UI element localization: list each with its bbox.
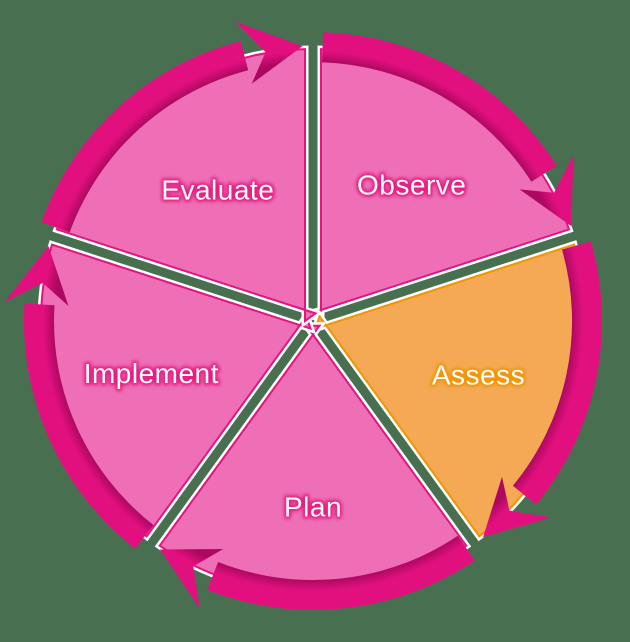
arrow-head-plan xyxy=(160,549,224,609)
labels-layer: ObserveObserveAssessAssessPlanPlanImplem… xyxy=(81,167,526,524)
arrow-ring-layer xyxy=(4,21,602,611)
arrow-head-assess xyxy=(483,476,552,538)
arrow-head-implement xyxy=(4,246,69,306)
arrow-arc-evaluate xyxy=(41,41,249,233)
segment-label-glow-assess: Assess xyxy=(432,359,525,390)
arrow-head-evaluate xyxy=(235,21,303,84)
arrow-arc-plan xyxy=(207,535,475,611)
arrow-arc-implement xyxy=(23,303,154,549)
arrow-head-observe xyxy=(519,155,574,226)
segment-label-glow-plan: Plan xyxy=(284,492,342,523)
segment-label-plan: Plan xyxy=(284,492,342,523)
segment-label-glow-implement: Implement xyxy=(84,358,219,389)
segment-label-evaluate: Evaluate xyxy=(161,174,274,205)
segment-label-assess: Assess xyxy=(432,359,525,390)
segment-label-glow-evaluate: Evaluate xyxy=(161,174,274,205)
arrow-arc-observe xyxy=(322,32,557,182)
arrow-arc-assess xyxy=(512,241,602,505)
diagram-root: ObserveObserveAssessAssessPlanPlanImplem… xyxy=(4,21,602,611)
segment-label-implement: Implement xyxy=(84,358,219,389)
segment-label-observe: Observe xyxy=(357,170,466,201)
segment-label-glow-observe: Observe xyxy=(357,170,466,201)
